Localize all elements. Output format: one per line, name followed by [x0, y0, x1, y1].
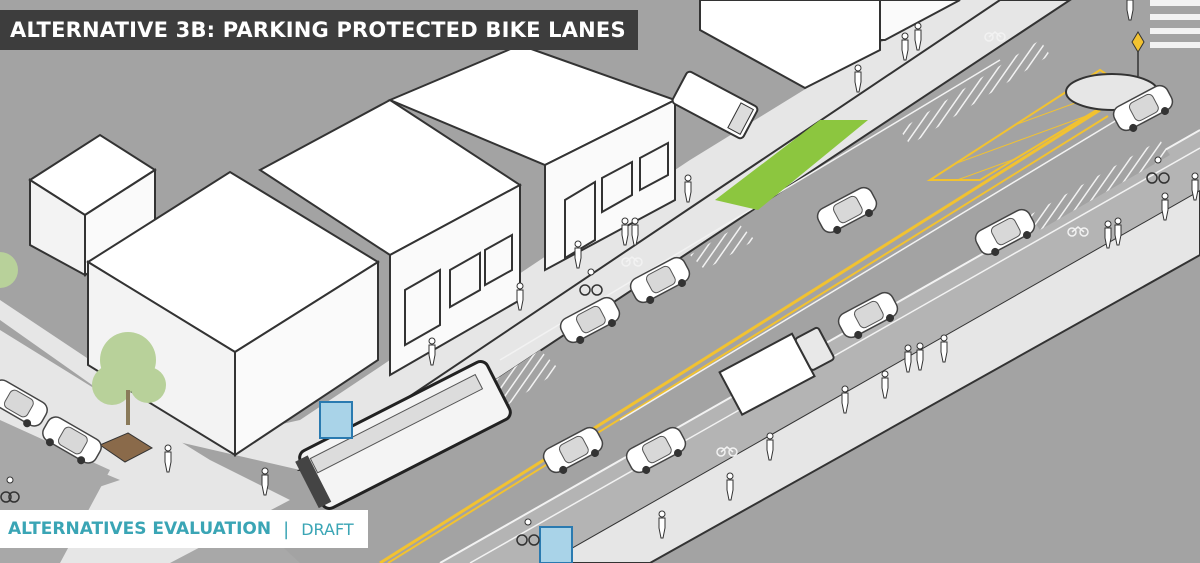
footer-bar: ALTERNATIVES EVALUATION | DRAFT: [0, 510, 368, 548]
crosswalk: [1150, 0, 1200, 48]
title-bar: ALTERNATIVE 3B: PARKING PROTECTED BIKE L…: [0, 10, 638, 50]
building-center: [258, 98, 522, 377]
building-top: [699, 0, 961, 90]
buffer-hatch: [900, 40, 1050, 145]
pedestrian-icon: [940, 334, 948, 363]
pedestrian-icon: [1161, 192, 1169, 221]
pedestrian-icon: [726, 472, 734, 501]
delivery-van: [671, 70, 759, 140]
diagram-title: ALTERNATIVE 3B: PARKING PROTECTED BIKE L…: [10, 18, 626, 42]
footer-separator: |: [283, 518, 290, 540]
pedestrian-icon: [841, 385, 849, 414]
street-tree-icon: [0, 252, 18, 288]
pedestrian-icon: [914, 22, 922, 51]
pedestrian-icon: [901, 32, 909, 61]
footer-status: DRAFT: [301, 519, 354, 539]
pedestrian-icon: [904, 344, 912, 373]
pedestrian-icon: [881, 370, 889, 399]
pedestrian-icon: [658, 510, 666, 539]
cyclist-icon: [516, 518, 540, 546]
pedestrian-icon: [1191, 172, 1199, 201]
buffer-hatch: [690, 225, 755, 270]
pedestrian-icon: [428, 337, 436, 366]
pedestrian-icon: [1114, 217, 1122, 246]
transit-bus: [295, 360, 512, 510]
footer-label: ALTERNATIVES EVALUATION: [8, 519, 272, 539]
building-corner: [86, 170, 380, 457]
pedestrian-icon: [854, 64, 862, 93]
street-tree-icon: [92, 332, 166, 463]
pedestrian-icon: [261, 467, 269, 496]
pedestrian-icon: [631, 217, 639, 246]
pedestrian-icon: [1104, 220, 1112, 249]
bus-stop-shelter-icon: [319, 401, 573, 563]
buffer-hatch: [1030, 140, 1170, 230]
green-conflict-box: [715, 120, 868, 210]
pedestrian-icon: [516, 282, 524, 311]
pedestrian-icon: [164, 444, 172, 473]
cyclist-icon: [579, 268, 603, 296]
cyclist-icon: [1146, 156, 1170, 184]
pedestrian-icon: [766, 432, 774, 461]
box-truck: [718, 326, 835, 417]
pedestrian-icon: [1126, 0, 1134, 21]
pedestrian-icon: [684, 174, 692, 203]
center-line: [379, 108, 1101, 563]
pedestrian-icon: [621, 217, 629, 246]
building-right: [387, 43, 678, 272]
far-sidewalk-lower: [0, 0, 1000, 470]
pedestrian-icon: [916, 342, 924, 371]
cyclist-icon: [0, 476, 20, 503]
pedestrian-icon: [574, 240, 582, 269]
